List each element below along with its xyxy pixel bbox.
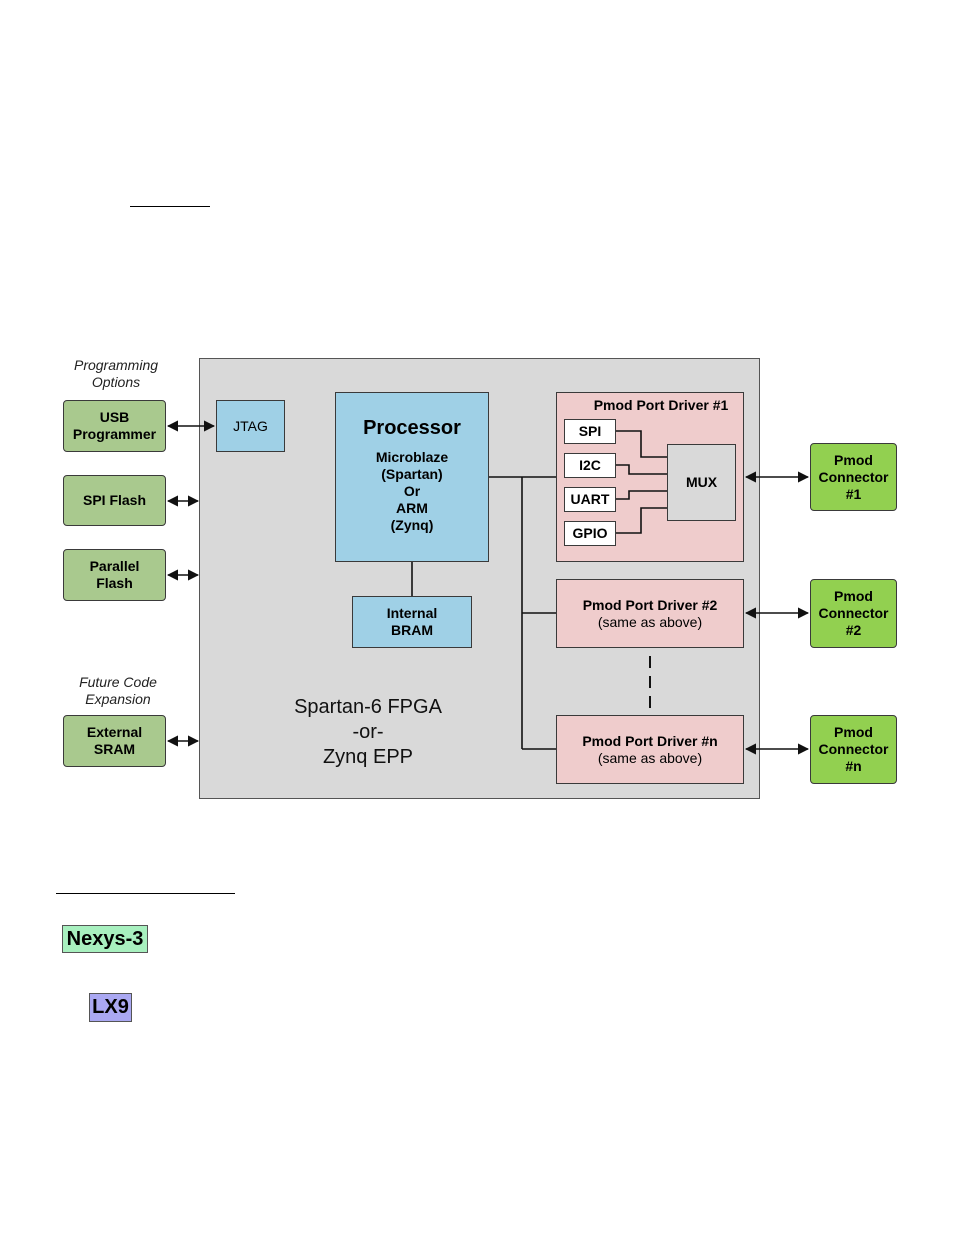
uart-block: UART bbox=[564, 487, 616, 512]
processor-title: Processor bbox=[363, 417, 461, 439]
pmod-driver-1-title: Pmod Port Driver #1 bbox=[593, 397, 729, 413]
pmod-connector-1: Pmod Connector #1 bbox=[810, 443, 897, 511]
spi-mux-wire bbox=[616, 430, 667, 458]
spi-flash-box: SPI Flash bbox=[63, 475, 166, 526]
pmod-driver-n-subtitle: (same as above) bbox=[597, 749, 703, 766]
gpio-block: GPIO bbox=[564, 521, 616, 546]
lx9-tag: LX9 bbox=[89, 993, 132, 1022]
jtag-box: JTAG bbox=[216, 400, 285, 452]
pmod-driver-n-title: Pmod Port Driver #n bbox=[582, 732, 718, 749]
mux-block: MUX bbox=[667, 444, 736, 521]
processor-detail-line: (Zynq) bbox=[390, 517, 434, 533]
parallel-flash-box: Parallel Flash bbox=[63, 549, 166, 601]
processor-detail-line: ARM bbox=[396, 500, 428, 516]
fpga-label: Spartan-6 FPGA -or- Zynq EPP bbox=[268, 695, 468, 770]
pmod-connector-n: Pmod Connector #n bbox=[810, 715, 897, 784]
gpio-mux-wire bbox=[616, 507, 667, 534]
pmod-driver-n-box: Pmod Port Driver #n (same as above) bbox=[556, 715, 744, 784]
processor-box: Processor Microblaze (Spartan) Or ARM (Z… bbox=[335, 392, 489, 562]
processor-detail-line: Microblaze bbox=[375, 449, 449, 465]
fpga-label-line: -or- bbox=[352, 721, 384, 743]
usb-programmer-box: USB Programmer bbox=[63, 400, 166, 452]
top-underline bbox=[130, 206, 210, 207]
fpga-label-line: Zynq EPP bbox=[322, 746, 414, 768]
section-underline bbox=[56, 893, 235, 894]
processor-detail-line: (Spartan) bbox=[381, 466, 443, 482]
future-code-expansion-note: Future Code Expansion bbox=[79, 674, 157, 707]
fpga-label-line: Spartan-6 FPGA bbox=[294, 696, 442, 718]
spi-block: SPI bbox=[564, 419, 616, 444]
nexys-3-tag: Nexys-3 bbox=[62, 925, 148, 953]
processor-detail-line: Or bbox=[403, 483, 421, 499]
i2c-mux-wire bbox=[616, 464, 667, 475]
pmod-connector-2: Pmod Connector #2 bbox=[810, 579, 897, 648]
i2c-block: I2C bbox=[564, 453, 616, 478]
pmod-driver-2-box: Pmod Port Driver #2 (same as above) bbox=[556, 579, 744, 648]
internal-bram-box: Internal BRAM bbox=[352, 596, 472, 648]
pmod-driver-2-subtitle: (same as above) bbox=[597, 613, 703, 630]
uart-mux-wire bbox=[616, 490, 667, 500]
external-sram-box: External SRAM bbox=[63, 715, 166, 767]
programming-options-note: Programming Options bbox=[73, 357, 159, 390]
pmod-driver-2-title: Pmod Port Driver #2 bbox=[582, 596, 718, 613]
